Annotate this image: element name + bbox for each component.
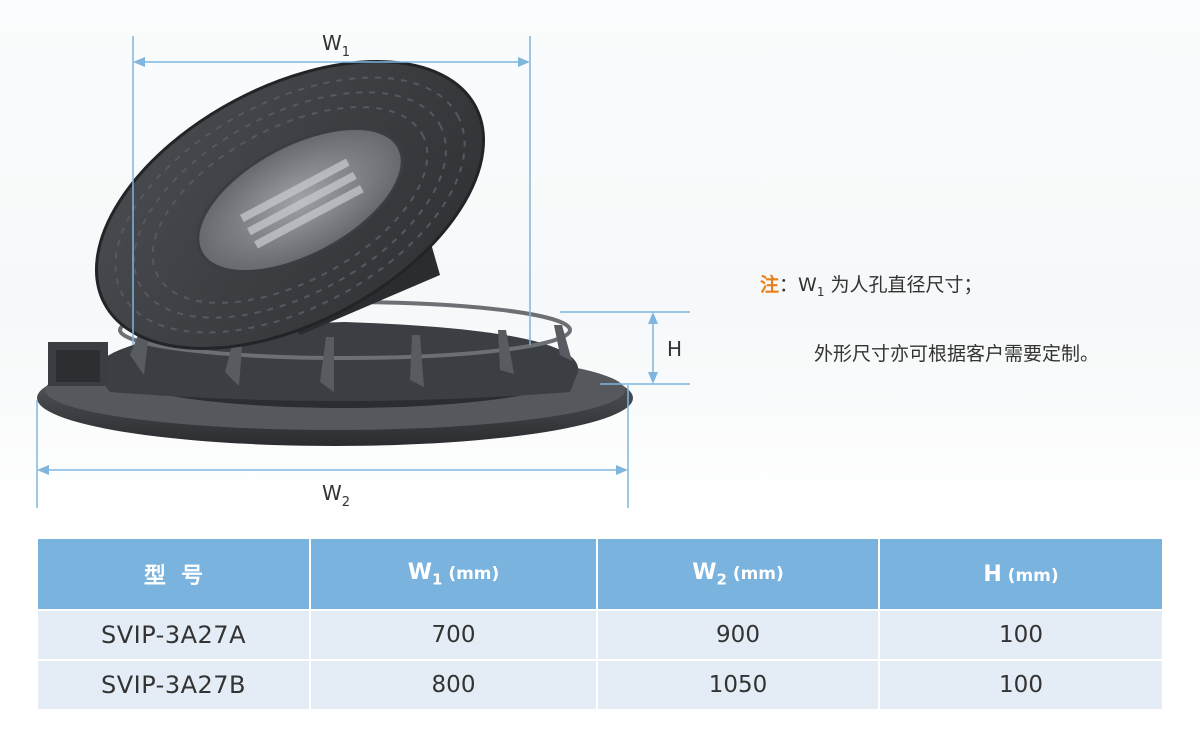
note-line-1: 注 ： W1 为人孔直径尺寸； xyxy=(760,268,1190,309)
header-model: 型 号 xyxy=(38,539,311,611)
spec-table: 型 号 W1 (mm) W2 (mm) H (mm) SVIP-3A27A 70… xyxy=(38,539,1162,711)
header-h: H (mm) xyxy=(880,539,1162,611)
cell-model: SVIP-3A27A xyxy=(38,611,311,661)
dimension-lines xyxy=(36,36,690,508)
note-block: 注 ： W1 为人孔直径尺寸； 外形尺寸亦可根据客户需要定制。 xyxy=(760,268,1190,371)
note-colon: ： xyxy=(779,274,799,296)
cell-model: SVIP-3A27B xyxy=(38,661,311,711)
cell-w2: 1050 xyxy=(598,661,880,711)
note-symbol: W1 xyxy=(798,274,825,299)
table-header-row: 型 号 W1 (mm) W2 (mm) H (mm) xyxy=(38,539,1162,611)
manhole-lid xyxy=(94,60,486,350)
note-prefix: 注 xyxy=(760,274,780,296)
cell-h: 100 xyxy=(880,661,1162,711)
cell-w1: 700 xyxy=(311,611,598,661)
header-w1: W1 (mm) xyxy=(311,539,598,611)
note-line-1-text: 为人孔直径尺寸； xyxy=(824,274,983,296)
cell-w2: 900 xyxy=(598,611,880,661)
manhole-cover-drawing: W1 W2 H xyxy=(36,31,690,510)
dim-label-w2: W2 xyxy=(322,481,350,510)
dim-label-w1: W1 xyxy=(322,31,350,60)
table-row: SVIP-3A27A 700 900 100 xyxy=(38,611,1162,661)
cell-h: 100 xyxy=(880,611,1162,661)
note-line-2: 外形尺寸亦可根据客户需要定制。 xyxy=(814,342,1100,365)
cell-w1: 800 xyxy=(311,661,598,711)
table-row: SVIP-3A27B 800 1050 100 xyxy=(38,661,1162,711)
header-w2: W2 (mm) xyxy=(598,539,880,611)
dim-label-h: H xyxy=(667,337,682,361)
product-figure-area: W1 W2 H xyxy=(0,0,1200,520)
